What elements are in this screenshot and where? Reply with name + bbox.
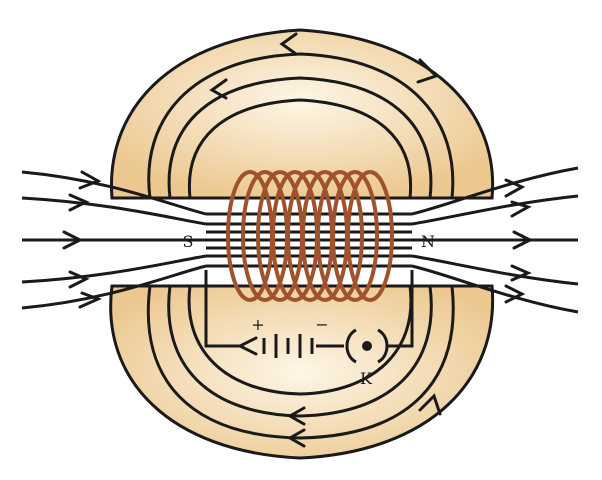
top-field-region: [109, 28, 495, 200]
circuit-wire-left: [204, 270, 242, 348]
key-arc-right-icon: [377, 328, 389, 364]
key-label: K: [360, 369, 373, 388]
field-loop-top-inner: [187, 98, 413, 199]
arrow-top-middle: [279, 32, 298, 56]
coil-turn: [346, 170, 394, 302]
battery-negative-label: −: [315, 315, 328, 334]
circuit-wire-right: [386, 270, 414, 348]
arrow-top-outer-right: [416, 58, 439, 84]
current-arrow: [236, 336, 258, 356]
coil-turn: [331, 170, 379, 302]
arrow-top-inner: [209, 78, 228, 100]
field-loop-top-middle: [167, 76, 433, 199]
key-arc-left-icon: [345, 328, 357, 364]
bottom-field-loops: [146, 285, 455, 440]
coil-turn: [316, 170, 364, 302]
field-loop-bottom-outer: [146, 285, 455, 440]
field-loop-bottom-inner: [187, 285, 413, 396]
battery-icon: [262, 334, 314, 358]
arrow-bottom-middle: [286, 428, 306, 448]
top-field-loops: [147, 52, 455, 199]
circuit: [204, 270, 414, 364]
field-loop-bottom-middle: [167, 285, 433, 418]
pole-label-south: S: [183, 232, 194, 251]
solenoid-coil: [226, 170, 394, 302]
loop-arrows: [209, 32, 442, 448]
field-loop-top-outer: [147, 52, 455, 199]
axial-arrows: [62, 170, 534, 309]
battery-positive-label: +: [251, 315, 264, 334]
arrow-bottom-inner: [286, 406, 306, 426]
key-contact-icon: [362, 341, 372, 351]
pole-label-north: N: [421, 232, 435, 251]
arrow-bottom-outer-right: [418, 393, 442, 416]
